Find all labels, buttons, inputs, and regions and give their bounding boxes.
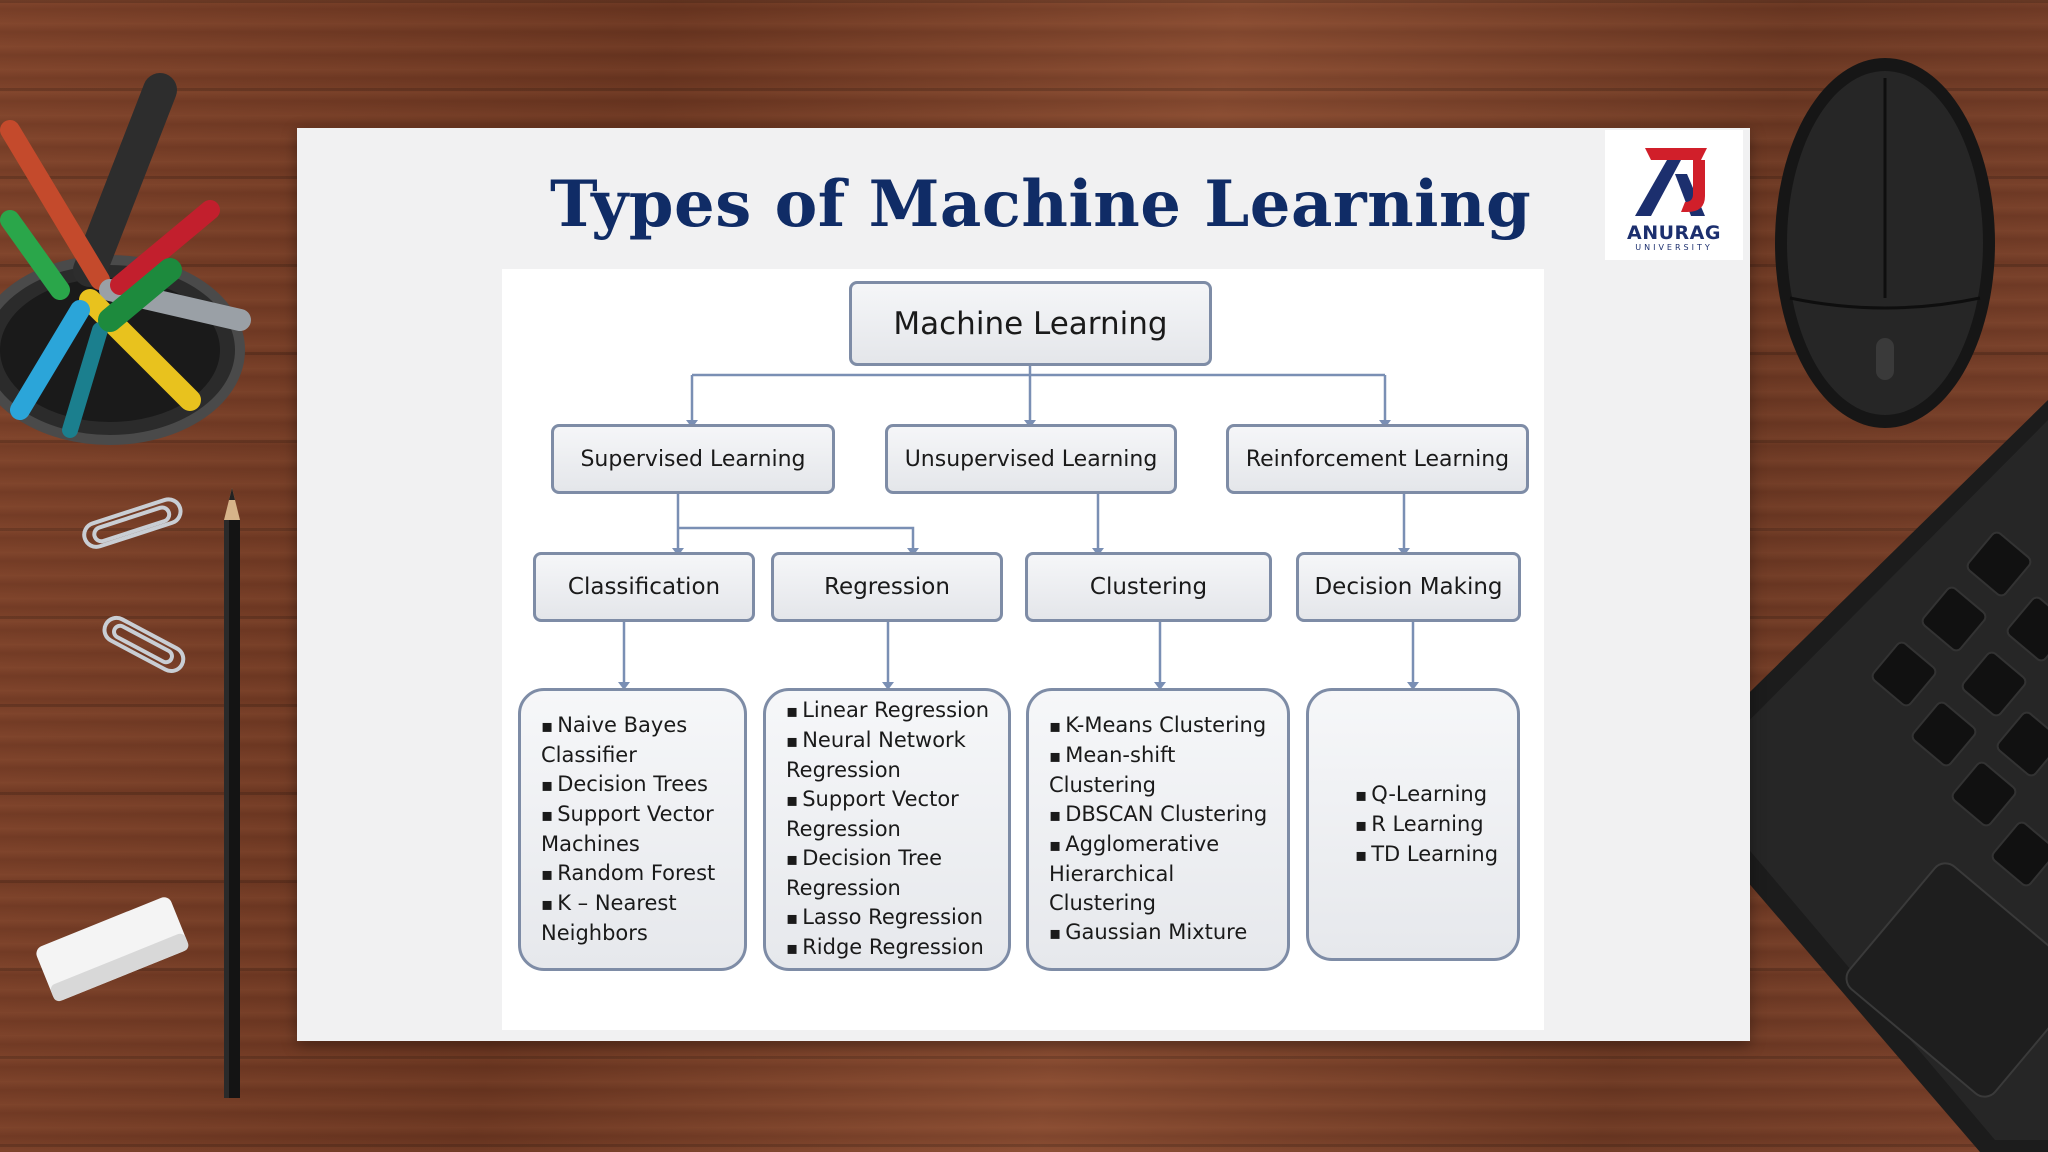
node-unsupervised-learning: Unsupervised Learning xyxy=(885,424,1177,494)
list-item: Lasso Regression xyxy=(786,903,1000,933)
node-label: Clustering xyxy=(1089,574,1208,600)
node-clustering: Clustering xyxy=(1025,552,1272,622)
leaf-decision-making-algorithms: Q-Learning R Learning TD Learning xyxy=(1306,688,1520,961)
node-classification: Classification xyxy=(533,552,755,622)
list-item: DBSCAN Clustering xyxy=(1049,800,1279,830)
list-item: R Learning xyxy=(1355,810,1509,840)
pencil-icon xyxy=(224,488,240,1098)
list-item: Support Vector Regression xyxy=(786,785,1000,844)
node-supervised-learning: Supervised Learning xyxy=(551,424,835,494)
node-label: Regression xyxy=(824,574,950,600)
node-label: Classification xyxy=(567,574,721,600)
logo-mark-icon xyxy=(1635,148,1707,216)
list-item: Random Forest xyxy=(541,859,736,889)
arrowhead xyxy=(618,682,630,690)
list-item: Agglomerative Hierarchical Clustering xyxy=(1049,830,1279,918)
laptop-icon xyxy=(1660,400,2048,1152)
list-item: Gaussian Mixture xyxy=(1049,918,1279,948)
list-item: Support Vector Machines xyxy=(541,800,736,859)
list-item: K-Means Clustering xyxy=(1049,711,1279,741)
leaf-classification-algorithms: Naive Bayes Classifier Decision Trees Su… xyxy=(518,688,747,971)
list-item: Neural Network Regression xyxy=(786,726,1000,785)
slide-title: Types of Machine Learning xyxy=(550,167,1532,242)
list-item: K – Nearest Neighbors xyxy=(541,889,736,948)
algorithm-list: Naive Bayes Classifier Decision Trees Su… xyxy=(541,711,736,948)
list-item: Q-Learning xyxy=(1355,780,1509,810)
algorithm-list: K-Means Clustering Mean-shift Clustering… xyxy=(1049,711,1279,948)
arrowhead xyxy=(882,682,894,690)
node-label: Decision Making xyxy=(1314,574,1503,600)
arrowhead xyxy=(1154,682,1166,690)
eraser-icon xyxy=(36,897,189,1002)
algorithm-list: Q-Learning R Learning TD Learning xyxy=(1329,780,1509,870)
algorithm-list: Linear Regression Neural Network Regress… xyxy=(786,696,1000,963)
ml-types-diagram: Machine Learning Supervised Learning Uns… xyxy=(502,269,1544,1030)
logo-subtitle: UNIVERSITY xyxy=(1635,243,1713,252)
mouse-icon xyxy=(1775,58,1995,428)
anurag-university-logo: ANURAG UNIVERSITY xyxy=(1605,130,1743,260)
list-item: Naive Bayes Classifier xyxy=(541,711,736,770)
paper-clip-icon xyxy=(82,497,183,549)
list-item: Linear Regression xyxy=(786,696,1000,726)
list-item: Decision Tree Regression xyxy=(786,844,1000,903)
node-reinforcement-learning: Reinforcement Learning xyxy=(1226,424,1529,494)
list-item: TD Learning xyxy=(1355,840,1509,870)
arrowhead xyxy=(1407,682,1419,690)
node-decision-making: Decision Making xyxy=(1296,552,1521,622)
logo-name: ANURAG xyxy=(1627,222,1721,244)
connector-supervised-bus xyxy=(678,526,915,550)
node-machine-learning: Machine Learning xyxy=(849,281,1212,366)
node-label: Machine Learning xyxy=(893,305,1168,342)
connector-lines xyxy=(618,363,1419,690)
list-item: Mean-shift Clustering xyxy=(1049,741,1279,800)
node-label: Unsupervised Learning xyxy=(904,446,1158,472)
paper-clip-icon xyxy=(102,615,186,674)
leaf-clustering-algorithms: K-Means Clustering Mean-shift Clustering… xyxy=(1026,688,1290,971)
node-label: Reinforcement Learning xyxy=(1245,446,1510,472)
list-item: Ridge Regression xyxy=(786,933,1000,963)
node-label: Supervised Learning xyxy=(580,446,806,472)
leaf-regression-algorithms: Linear Regression Neural Network Regress… xyxy=(763,688,1011,971)
node-regression: Regression xyxy=(771,552,1003,622)
pen-holder-icon xyxy=(0,73,251,445)
list-item: Decision Trees xyxy=(541,770,736,800)
